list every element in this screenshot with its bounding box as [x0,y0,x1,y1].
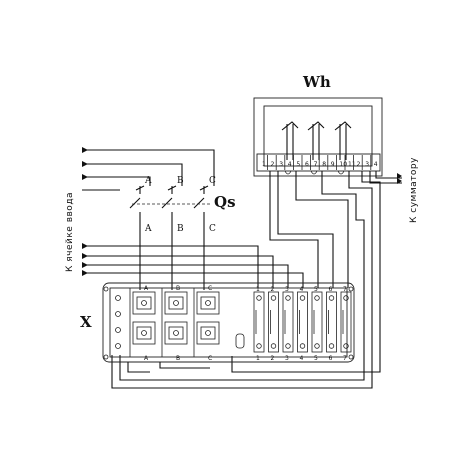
meter-terminal-number: 3 [365,161,369,168]
terminal-number-top: 7 [343,286,347,293]
terminal-number-bottom: 6 [329,355,333,362]
terminal-number-bottom: 1 [256,355,260,362]
breaker-label: Qs [214,193,236,211]
meter-terminal-number: 10 [339,161,347,168]
block-phase-b-bottom: B [176,355,180,362]
breaker-phase-b-top: B [177,176,184,186]
meter-coil-b [307,121,325,160]
screw [115,343,121,349]
breaker-phase-b-bottom: B [177,224,184,234]
terminal-number-top: 1 [256,286,260,293]
left-side-label: К ячейке ввода [65,192,75,272]
narrow-terminal [253,291,265,353]
breaker-phase-c-top: C [209,176,216,186]
terminal-number-bottom: 7 [343,355,347,362]
phase-module [132,321,156,345]
narrow-terminal [340,291,352,353]
input-wires [82,147,215,191]
terminal-number-bottom: 2 [271,355,275,362]
block-phase-c-bottom: C [208,355,212,362]
meter-terminal-number: 2 [357,161,361,168]
block-phase-c-top: C [208,285,212,292]
terminal-number-top: 2 [271,286,275,293]
meter-terminal-number: 4 [288,161,292,168]
narrow-terminal [282,291,294,353]
terminal-number-bottom: 4 [300,355,304,362]
breaker-phase-a-top: A [144,176,152,186]
meter-terminal-number: 2 [271,161,275,168]
meter-terminal-number: 1 [262,161,266,168]
terminal-numbers: 1 2 3 4 5 6 7 1 2 3 4 5 6 7 [256,286,347,362]
narrow-terminal [268,291,279,353]
meter-terminal-number: 8 [322,161,326,168]
phase-module [164,291,188,315]
meter-coil-a [281,121,299,160]
terminal-number-top: 3 [285,286,289,293]
breaker-phase-a-bottom: A [144,224,152,234]
screw [115,311,121,317]
meter-terminal-number: 3 [279,161,283,168]
breaker-phase-c-bottom: C [209,224,216,234]
narrow-terminal [297,291,308,353]
meter-to-block-wires [111,171,381,389]
return-wires [127,362,210,373]
phase-module [164,321,188,345]
bridge-link [235,333,245,349]
terminal-number-top: 4 [300,286,304,293]
terminal-number-top: 5 [314,286,318,293]
meter-terminal-number: 4 [374,161,378,168]
terminal-block-x: X 1 2 3 4 5 6 7 1 2 3 4 5 6 7 A B C A B C [80,282,355,363]
terminal-block-inner [109,287,348,358]
narrow-terminal [326,291,337,353]
voltage-wires [82,243,304,288]
terminal-number-bottom: 5 [314,355,318,362]
phase-module [132,291,156,315]
meter-terminal-number: 11 [348,161,356,168]
right-side-label: К сумматору [409,157,419,223]
terminal-number-top: 6 [329,286,333,293]
screw [115,327,121,333]
meter-label: Wh [302,73,331,91]
phase-module [196,291,220,315]
terminal-number-bottom: 3 [285,355,289,362]
block-phase-a-top: A [144,285,149,292]
terminal-block-frame [102,282,355,363]
breaker-qs: Qs A B C A B C [129,176,236,234]
terminal-block-label: X [80,313,92,331]
meter-coil-c [334,121,352,160]
meter-inner-frame [263,105,373,167]
block-phase-a-bottom: A [144,355,149,362]
meter-terminal-number: 6 [305,161,309,168]
meter-terminal-number: 5 [296,161,300,168]
breaker-output-wires [139,222,205,290]
phase-module [196,321,220,345]
summator-arrows [369,171,402,184]
screw [115,295,121,301]
meter-terminal-number: 9 [331,161,335,168]
meter-terminal-number: 7 [314,161,318,168]
narrow-terminal [311,291,323,353]
meter-outer-frame [253,97,383,177]
block-phase-b-top: B [176,285,180,292]
terminal-cells [115,288,352,357]
